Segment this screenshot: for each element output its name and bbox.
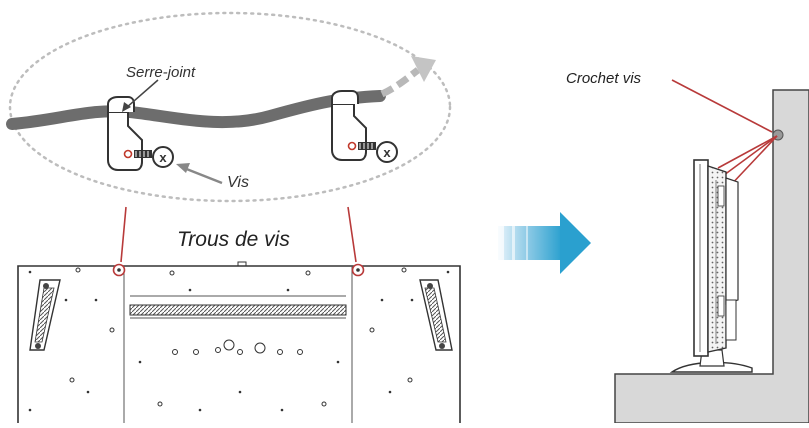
detail-callout-ellipse: [8, 11, 452, 203]
screw-label: Vis: [227, 174, 249, 191]
hook-screw-label: Crochet vis: [566, 70, 642, 87]
screw-hole-left: [112, 263, 126, 277]
hanging-cables: [717, 135, 778, 189]
screw-leader-line: [183, 166, 223, 185]
handle-left: [29, 279, 61, 351]
clamp-icon: [107, 96, 143, 171]
cable-direction-arrowhead: [411, 56, 436, 82]
cable-continuation-arrow: [380, 67, 421, 98]
handle-right: [419, 279, 453, 351]
clamp-label: Serre-joint: [126, 64, 196, 81]
cable: [6, 90, 386, 130]
clamp-icon-right: [331, 90, 367, 161]
clamp-leader-arrowhead: [122, 102, 131, 112]
screw-icon: x: [134, 146, 174, 168]
screw-holes-label: Trous de vis: [177, 228, 290, 251]
wall-icon: [614, 89, 809, 424]
hole-callout-line-left: [120, 206, 127, 263]
panel-holes: [69, 267, 413, 407]
hole-callout-line-right: [347, 206, 357, 263]
screw-head-mark-right: x: [383, 145, 391, 160]
screw-icon-right: x: [358, 141, 398, 163]
panel-dots: [28, 270, 450, 412]
hook-leader-line: [671, 79, 773, 133]
display-back-panel: [17, 261, 461, 423]
direction-arrow-icon: [498, 212, 591, 274]
display-panel-icon: [669, 159, 753, 373]
screw-leader-arrowhead: [176, 163, 190, 173]
clamp-leader-line: [125, 79, 159, 109]
screw-head-mark: x: [159, 150, 167, 165]
screw-hole-right: [351, 263, 365, 277]
